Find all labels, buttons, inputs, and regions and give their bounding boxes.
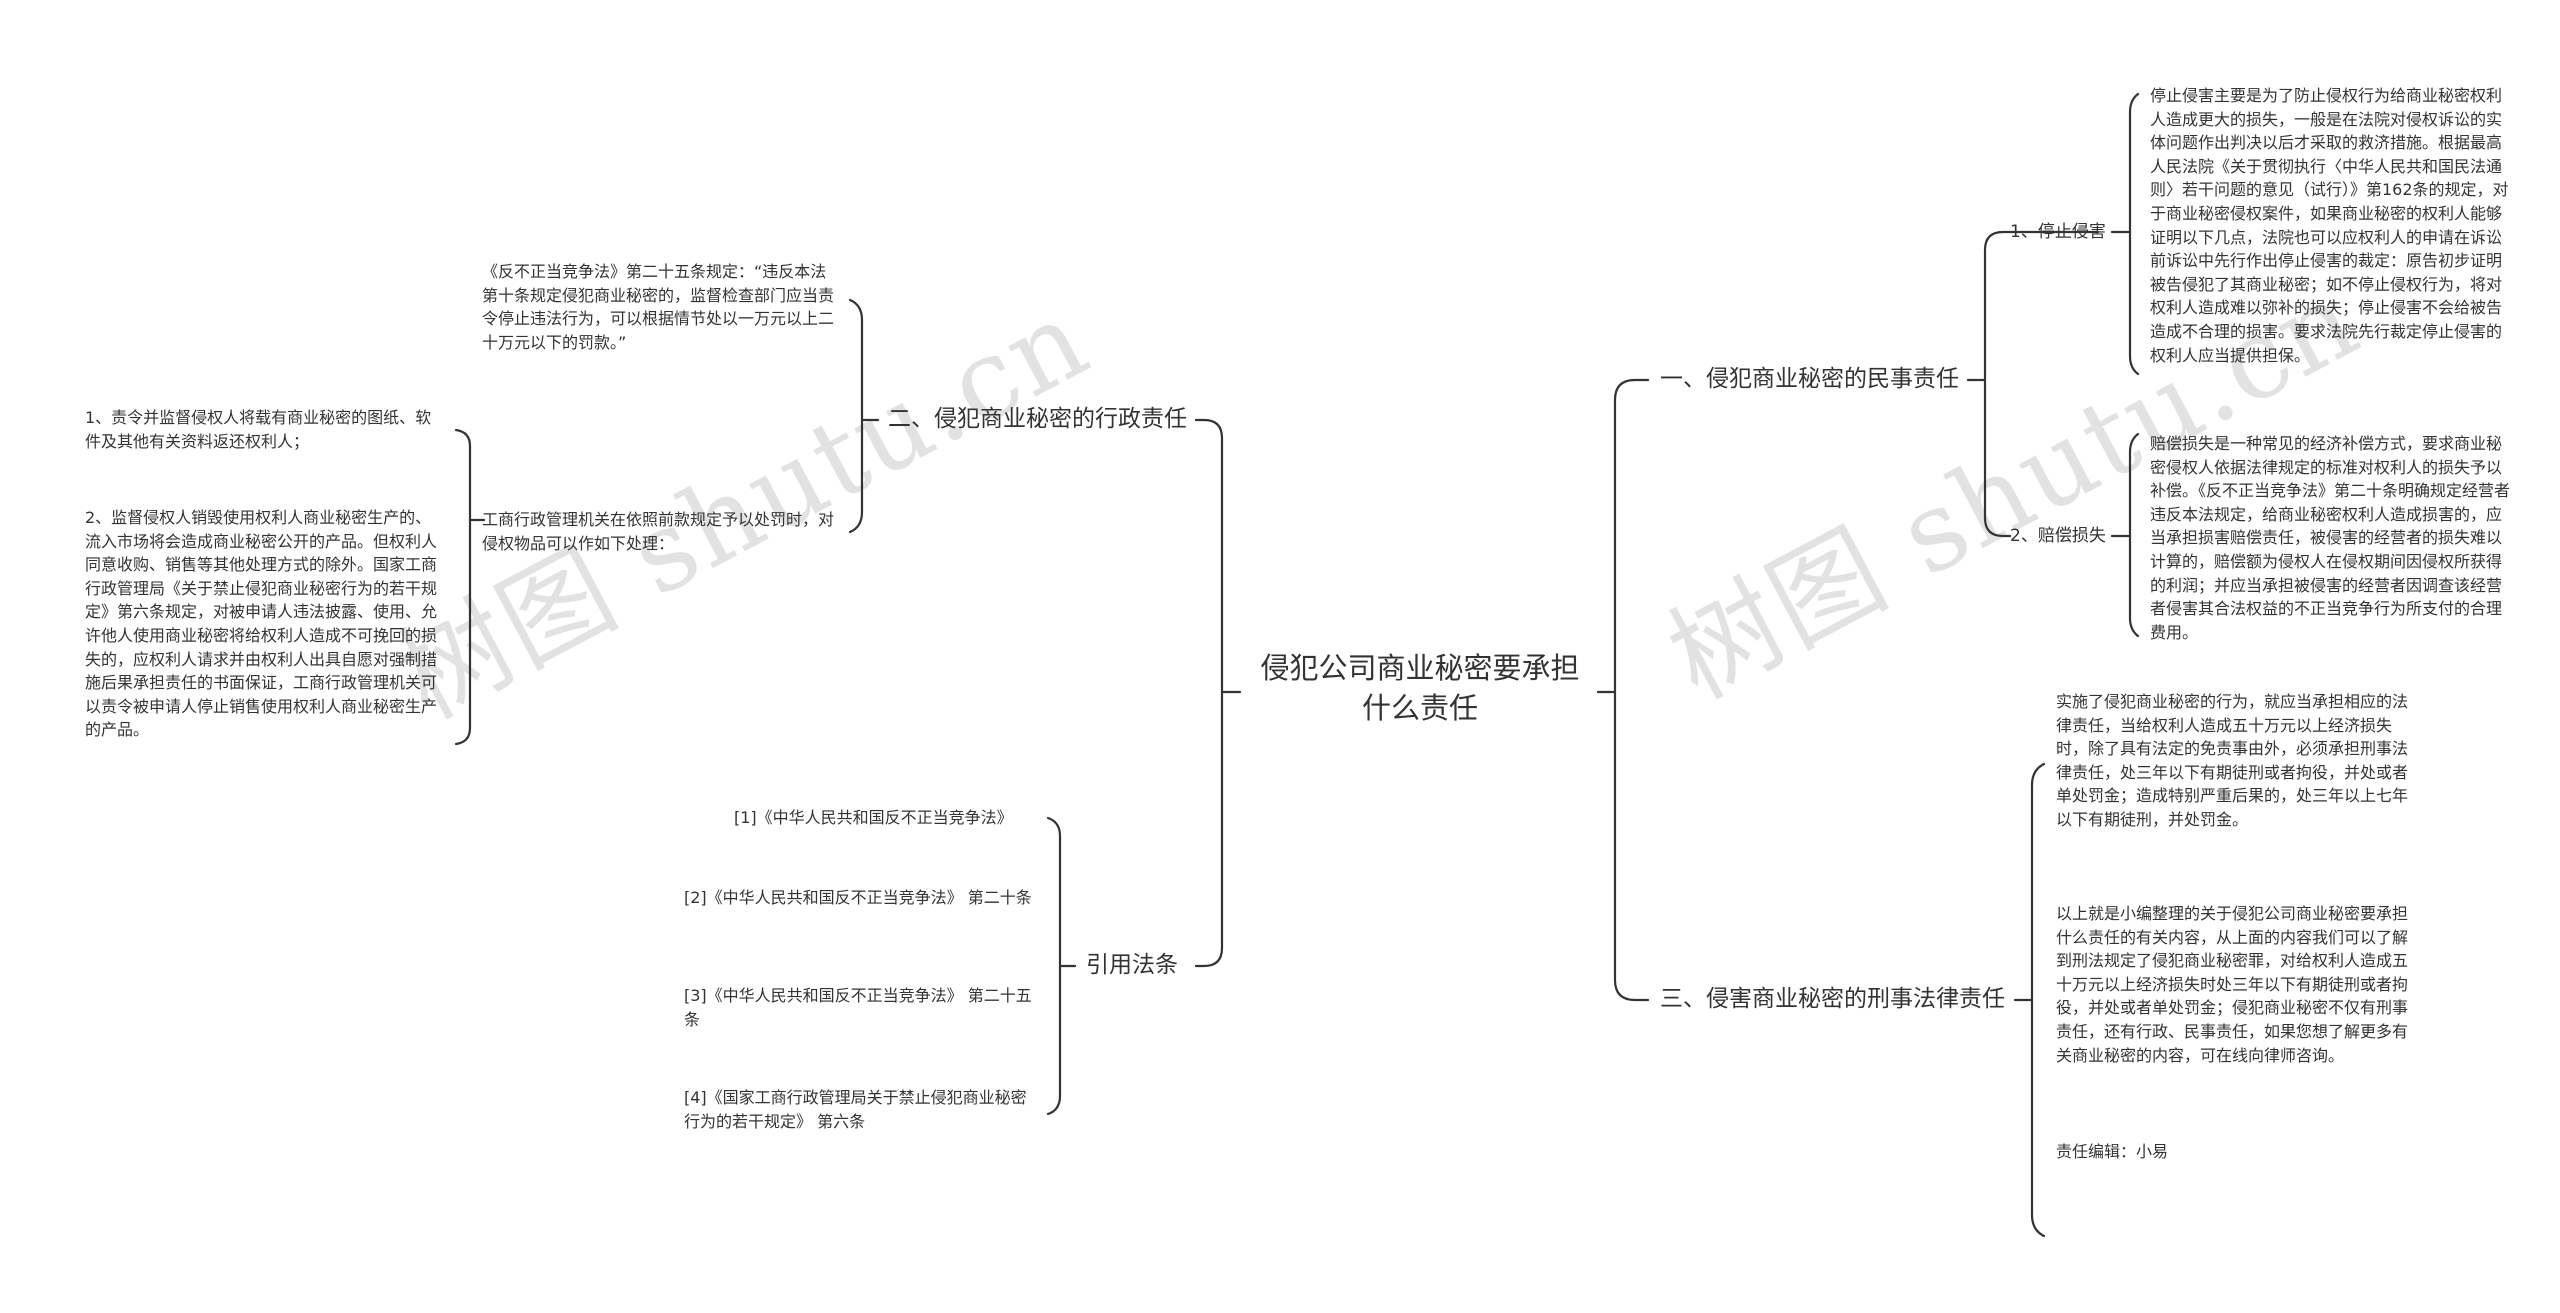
admin-law-text: 《反不正当竞争法》第二十五条规定：“违反本法第十条规定侵犯商业秘密的，监督检查部… bbox=[482, 262, 835, 352]
root-topic-line2: 什么责任 bbox=[1361, 691, 1478, 725]
root-topic[interactable]: 侵犯公司商业秘密要承担 什么责任 bbox=[1250, 648, 1590, 728]
stop-infringement-text: 停止侵害主要是为了防止侵权行为给商业秘密权利人造成更大的损失，一般是在法院对侵权… bbox=[2150, 86, 2509, 365]
civil-liability-node[interactable]: 一、侵犯商业秘密的民事责任 bbox=[1660, 366, 1959, 392]
law-item-4: [4]《国家工商行政管理局关于禁止侵犯商业秘密行为的若干规定》 第六条 bbox=[684, 1088, 1027, 1131]
admin-liability-node[interactable]: 二、侵犯商业秘密的行政责任 bbox=[888, 406, 1187, 432]
connector-civil bbox=[1966, 230, 2100, 538]
connector-left-main bbox=[1194, 418, 1224, 968]
connector-admin bbox=[848, 298, 880, 534]
agency-item-1: 1、责令并监督侵权人将载有商业秘密的图纸、软件及其他有关资料返还权利人； bbox=[85, 408, 432, 451]
criminal-liability-node[interactable]: 三、侵害商业秘密的刑事法律责任 bbox=[1660, 986, 2005, 1012]
connector-agency bbox=[454, 428, 486, 746]
agency-measures-node[interactable]: 工商行政管理机关在依照前款规定予以处罚时，对侵权物品可以作如下处理： bbox=[482, 510, 835, 553]
law-item-2: [2]《中华人民共和国反不正当竞争法》 第二十条 bbox=[684, 888, 1032, 907]
root-topic-line1: 侵犯公司商业秘密要承担 bbox=[1260, 651, 1580, 685]
connector-criminal bbox=[2013, 762, 2046, 1238]
connector-comp bbox=[2110, 432, 2140, 638]
connector-stop bbox=[2110, 92, 2140, 376]
criminal-text: 实施了侵犯商业秘密的行为，就应当承担相应的法律责任，当给权利人造成五十万元以上经… bbox=[2056, 692, 2409, 829]
compensation-node[interactable]: 2、赔偿损失 bbox=[2010, 526, 2106, 546]
law-item-1: [1]《中华人民共和国反不正当竞争法》 bbox=[734, 808, 1013, 827]
agency-item-2: 2、监督侵权人销毁使用权利人商业秘密生产的、流入市场将会造成商业秘密公开的产品。… bbox=[85, 508, 438, 740]
cited-laws-node[interactable]: 引用法条 bbox=[1086, 952, 1178, 978]
compensation-text: 赔偿损失是一种常见的经济补偿方式，要求商业秘密侵权人依据法律规定的标准对权利人的… bbox=[2150, 434, 2511, 642]
stop-infringement-node[interactable]: 1、停止侵害 bbox=[2010, 222, 2106, 242]
editor-text: 责任编辑：小易 bbox=[2056, 1142, 2169, 1161]
connector-right-main bbox=[1613, 378, 1650, 1002]
law-item-3: [3]《中华人民共和国反不正当竞争法》 第二十五条 bbox=[684, 986, 1032, 1029]
summary-text: 以上就是小编整理的关于侵犯公司商业秘密要承担什么责任的有关内容，从上面的内容我们… bbox=[2056, 904, 2409, 1065]
connector-laws bbox=[1046, 816, 1077, 1116]
